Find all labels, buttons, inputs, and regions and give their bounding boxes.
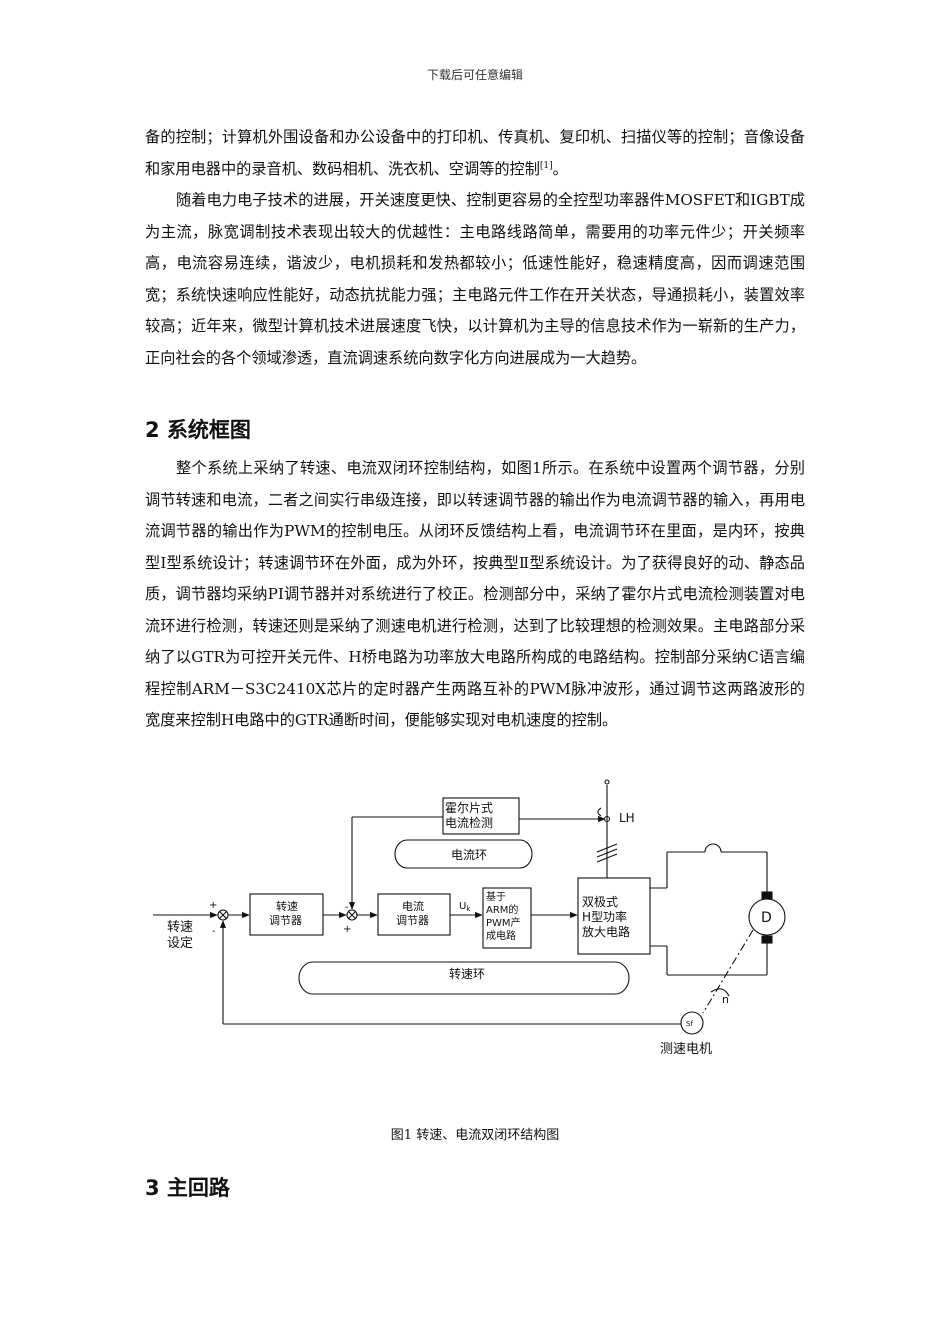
h-bridge-label-2: H型功率 [582, 909, 627, 924]
page-header: 下载后可任意编辑 [426, 68, 523, 82]
speed-loop-label: 转速环 [449, 966, 485, 981]
tacho-symbol: Sf [686, 1020, 693, 1028]
tacho-label: 测速电机 [660, 1042, 712, 1057]
sign-minus-2: - [345, 902, 349, 913]
motor-shaft [702, 929, 754, 1014]
motor-circle [748, 898, 786, 936]
current-regulator-label-1: 电流 [402, 899, 424, 913]
hall-label-1: 霍尔片式 [445, 800, 493, 815]
pwm-label-1: 基于 [486, 890, 506, 903]
sign-minus-1: - [212, 926, 216, 937]
hall-sensor-box [442, 797, 520, 835]
current-loop-oval [394, 839, 533, 869]
block-diagram: 霍尔片式 电流检测 LH 电流环 转速 调节器 电流 调节器 Uk 基于 ARM… [153, 779, 786, 1057]
paragraph-1-end: 。 [552, 159, 568, 178]
uk-label: Uk [459, 901, 471, 913]
h-bridge-label-1: 双极式 [582, 895, 618, 909]
paragraph-1-text: 备的控制；计算机外围设备和办公设备中的打印机、传真机、复印机、扫描仪等的控制；音… [145, 128, 805, 178]
speed-setpoint-label-2: 设定 [167, 936, 193, 951]
section-heading-main-circuit: 3 主回路 [145, 1176, 230, 1200]
speed-setpoint-label-1: 转速 [167, 920, 193, 935]
citation: [1] [539, 160, 553, 171]
pwm-label-4: 成电路 [486, 929, 516, 942]
pwm-label-3: PWM产 [486, 916, 521, 929]
pwm-generator-box [482, 887, 532, 949]
pwm-label-2: ARM的 [486, 903, 518, 916]
hall-label-2: 电流检测 [445, 815, 493, 830]
speed-regulator-label-1: 转速 [276, 899, 298, 913]
paragraph-1: 备的控制；计算机外围设备和办公设备中的打印机、传真机、复印机、扫描仪等的控制；音… [145, 122, 805, 185]
n-label: n [722, 993, 729, 1006]
motor-label: D [761, 910, 772, 926]
tacho-generator-circle [680, 1011, 704, 1035]
paragraph-3: 整个系统上采纳了转速、电流双闭环控制结构，如图1所示。在系统中设置两个调节器，分… [145, 459, 805, 729]
sign-plus-2: + [343, 924, 351, 935]
speed-loop-oval [298, 961, 630, 995]
current-loop-label: 电流环 [451, 848, 487, 862]
figure-caption: 图1 转速、电流双闭环结构图 [390, 1128, 560, 1143]
h-bridge-label-3: 放大电路 [582, 924, 630, 939]
paragraph-2: 随着电力电子技术的进展，开关速度更快、控制更容易的全控型功率器件MOSFET和I… [145, 191, 805, 367]
terminal-dot [604, 779, 610, 785]
lh-label: LH [619, 811, 635, 825]
sign-plus-1: + [209, 900, 217, 911]
section-heading-system: 2 系统框图 [145, 418, 251, 442]
inductor-symbol [704, 843, 722, 853]
current-regulator-label-2: 调节器 [396, 914, 429, 927]
h-bridge-box [577, 877, 651, 955]
speed-regulator-label-2: 调节器 [269, 914, 302, 927]
